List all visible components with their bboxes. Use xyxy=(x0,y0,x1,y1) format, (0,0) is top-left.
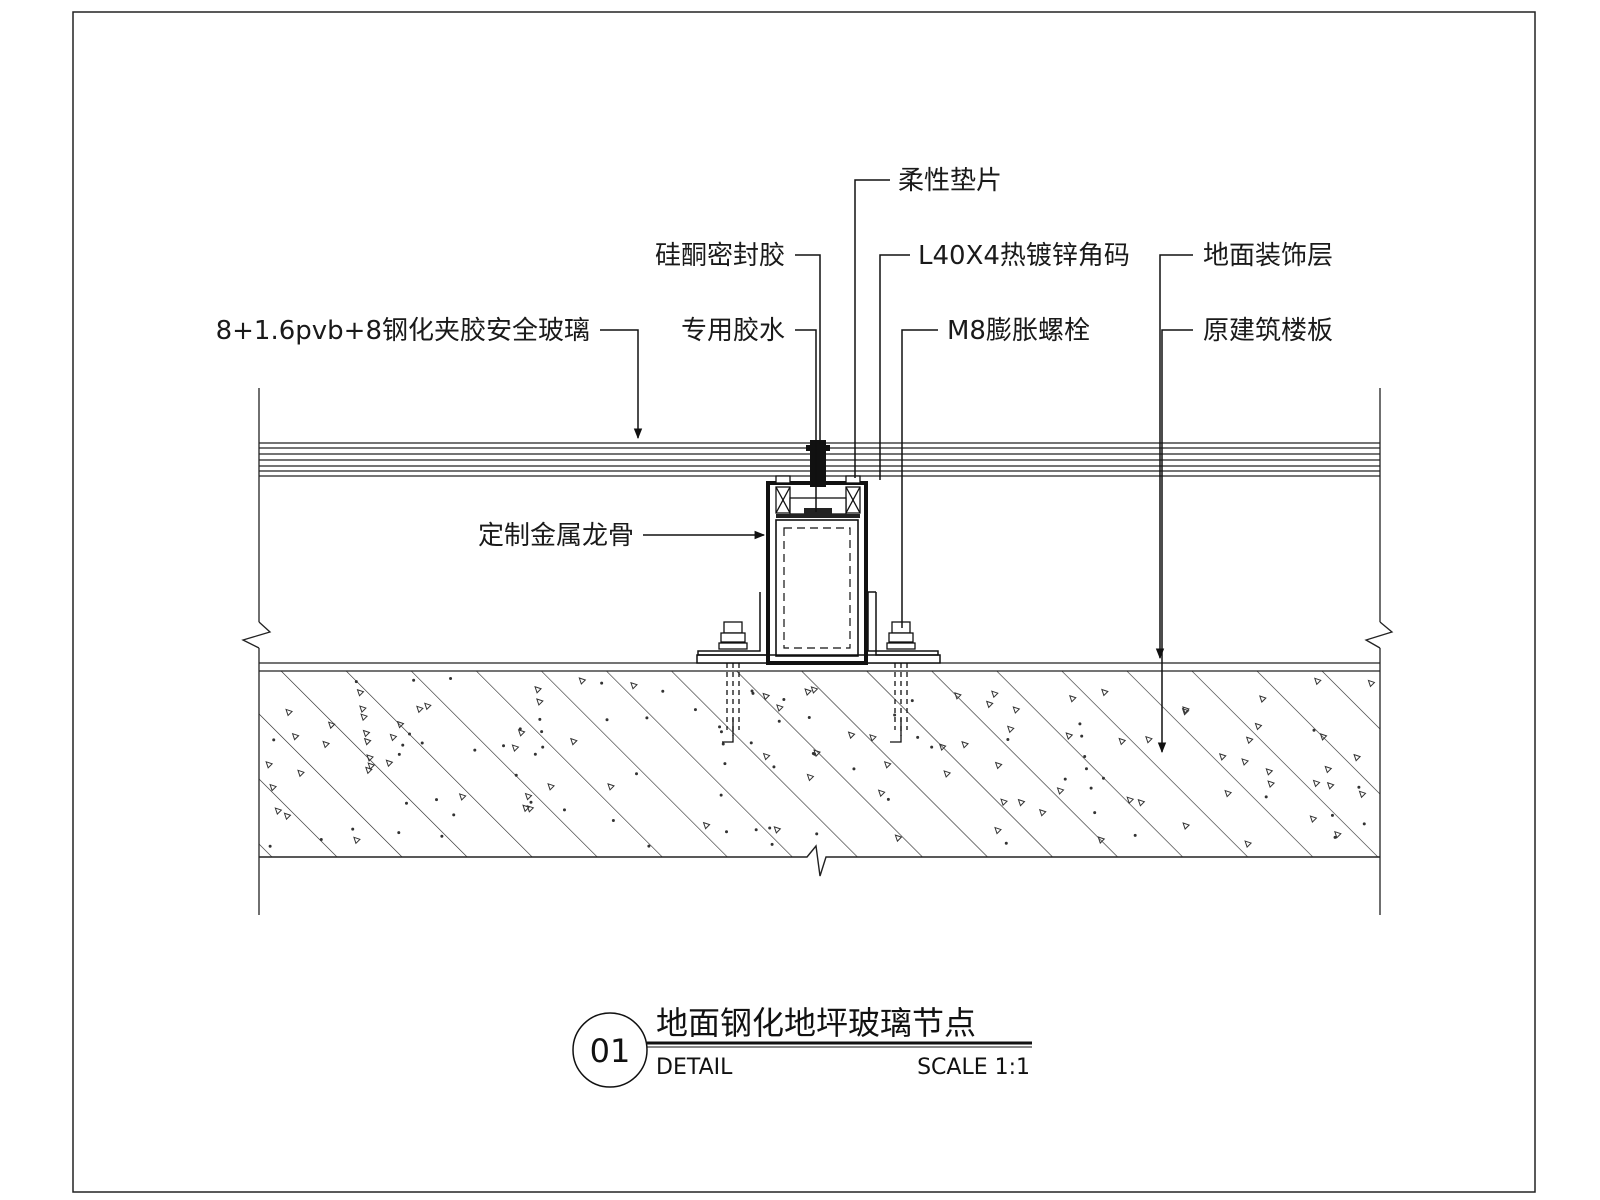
detail-number: 01 xyxy=(590,1032,631,1070)
label-flexible-pad: 柔性垫片 xyxy=(898,166,1002,196)
expansion-bolt-left xyxy=(718,621,748,743)
flexible-pad xyxy=(775,475,861,515)
leader-laminated-glass xyxy=(600,329,643,440)
label-special-glue: 专用胶水 xyxy=(681,316,785,346)
silicone-sealant xyxy=(806,440,830,487)
leader-silicone-sealant xyxy=(795,254,821,445)
special-glue xyxy=(776,508,860,518)
sheet-frame xyxy=(72,11,1536,1193)
label-custom-keel: 定制金属龙骨 xyxy=(478,521,634,551)
leader-expansion-bolt xyxy=(901,329,938,628)
label-original-slab: 原建筑楼板 xyxy=(1203,316,1333,346)
detail-title: 地面钢化地坪玻璃节点 xyxy=(656,1004,976,1042)
label-silicone-sealant: 硅酮密封胶 xyxy=(655,241,785,271)
expansion-bolt-right xyxy=(886,621,916,743)
title-block: 01 地面钢化地坪玻璃节点 DETAIL SCALE 1:1 xyxy=(572,1004,1032,1088)
label-angle-bracket: L40X4热镀锌角码 xyxy=(918,241,1130,271)
leader-lines xyxy=(600,179,1193,754)
detail-label: DETAIL xyxy=(656,1055,733,1080)
leader-special-glue xyxy=(795,329,817,512)
leader-original-slab xyxy=(1157,329,1193,754)
concrete-slab xyxy=(259,671,1380,877)
leader-flexible-pad xyxy=(854,179,890,478)
label-laminated-glass: 8+1.6pvb+8钢化夹胶安全玻璃 xyxy=(216,316,590,346)
label-expansion-bolt: M8膨胀螺栓 xyxy=(947,316,1090,346)
label-floor-finish: 地面装饰层 xyxy=(1203,241,1333,271)
leader-floor-finish xyxy=(1155,254,1193,660)
detail-number-circle xyxy=(572,1012,648,1088)
scale-label: SCALE 1:1 xyxy=(917,1055,1030,1080)
leader-angle-bracket xyxy=(879,254,910,480)
